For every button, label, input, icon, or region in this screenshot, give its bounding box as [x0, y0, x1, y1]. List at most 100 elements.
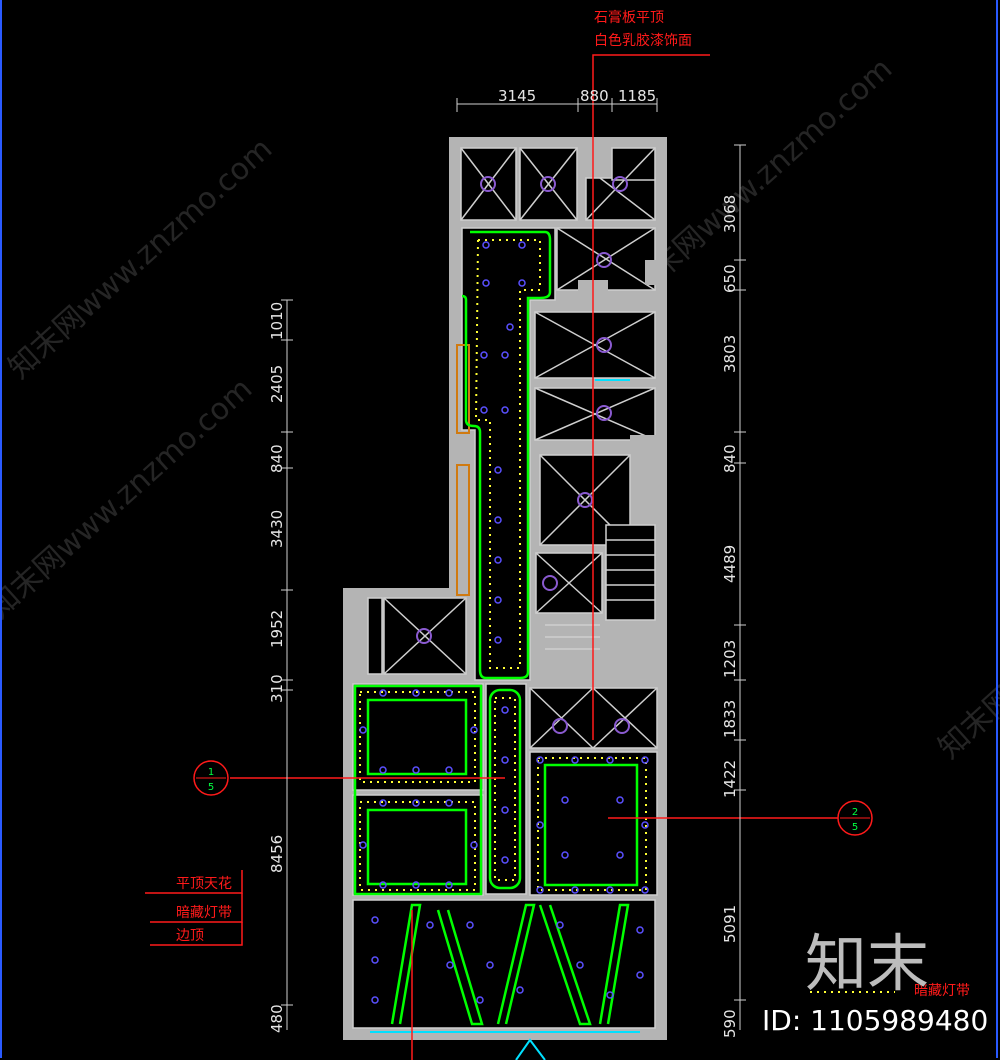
downlight-icon [371, 956, 379, 964]
dim-right-6: 1203 [721, 640, 739, 678]
annotation-left-2: 暗藏灯带 [176, 905, 232, 921]
dimension-lines [281, 98, 746, 1030]
downlight-icon [641, 756, 649, 764]
downlight-icon [371, 996, 379, 1004]
ceiling-fan-icon [552, 718, 568, 734]
downlight-icon [412, 881, 420, 889]
downlight-icon [501, 756, 509, 764]
downlight-icon [518, 279, 526, 287]
ceiling-fan-icon [480, 176, 496, 192]
downlight-icon [501, 406, 509, 414]
downlight-icon [616, 796, 624, 804]
downlight-icon [556, 921, 564, 929]
downlight-icon [445, 689, 453, 697]
room-right-1 [534, 311, 656, 379]
downlight-icon [379, 766, 387, 774]
dim-left-7: 8456 [268, 835, 286, 873]
room-top-1 [460, 147, 517, 221]
downlight-icon [636, 926, 644, 934]
downlight-icon [482, 279, 490, 287]
downlight-icon [445, 799, 453, 807]
downlight-icon [606, 991, 614, 999]
downlight-icon [641, 821, 649, 829]
room-right-2 [534, 387, 656, 441]
downlight-icon [536, 886, 544, 894]
dim-top-2: 880 [580, 87, 609, 105]
dim-top-3: 1185 [618, 87, 656, 105]
downlight-icon [501, 351, 509, 359]
downlight-icon [501, 706, 509, 714]
downlight-icon [480, 351, 488, 359]
downlight-icon [494, 596, 502, 604]
ceiling-fan-icon [614, 718, 630, 734]
watermark-id: ID: 1105989480 [762, 1004, 988, 1037]
section-number: 2 [852, 807, 858, 818]
downlight-icon [466, 921, 474, 929]
dim-right-2: 650 [721, 264, 739, 293]
downlight-icon [482, 241, 490, 249]
ceiling-fan-icon [416, 628, 432, 644]
dim-right-5: 4489 [721, 545, 739, 583]
dim-left-2: 2405 [268, 365, 286, 403]
downlight-icon [606, 756, 614, 764]
downlight-icon [412, 799, 420, 807]
wood-panels [456, 344, 470, 596]
room-left-1 [367, 597, 467, 675]
section-sheet: 5 [852, 822, 858, 833]
dim-left-6: 310 [268, 674, 286, 703]
downlight-icon [476, 996, 484, 1004]
dim-top-1: 3145 [498, 87, 536, 105]
ceiling-fan-icon [596, 252, 612, 268]
downlight-icon [486, 961, 494, 969]
downlight-icon [494, 636, 502, 644]
downlight-icon [561, 851, 569, 859]
dim-right-9: 5091 [721, 905, 739, 943]
downlight-icon [641, 886, 649, 894]
downlight-icon [412, 689, 420, 697]
downlight-icon [571, 886, 579, 894]
dim-right-4: 840 [721, 444, 739, 473]
ceiling-fans [416, 176, 630, 734]
leader-lines [145, 54, 838, 1060]
annotation-left-1: 平顶天花 [176, 876, 232, 892]
downlight-icon [561, 796, 569, 804]
section-marker-1[interactable]: 1 5 [193, 760, 229, 796]
dim-left-4: 3430 [268, 510, 286, 548]
downlight-icon [446, 961, 454, 969]
room-right-4 [535, 552, 603, 614]
downlight-icon [445, 766, 453, 774]
annotation-right-1: 暗藏灯带 [914, 983, 970, 999]
section-number: 1 [208, 767, 214, 778]
downlight-icon [412, 766, 420, 774]
room-top-2 [519, 147, 578, 221]
watermark-logo: 知末 [805, 927, 929, 1000]
openings [370, 379, 640, 1060]
downlight-icon [616, 851, 624, 859]
staircase [545, 524, 656, 650]
downlight-icon [516, 986, 524, 994]
downlight-icon [506, 323, 514, 331]
downlights [359, 241, 649, 1004]
dim-right-7: 1833 [721, 700, 739, 738]
ceiling-fan-icon [596, 405, 612, 421]
downlight-icon [494, 556, 502, 564]
section-marker-2[interactable]: 2 5 [837, 800, 873, 836]
ceiling-fan-icon [540, 176, 556, 192]
room-stair-hall [556, 227, 656, 291]
ceiling-fan-icon [596, 337, 612, 353]
downlight-icon [379, 881, 387, 889]
downlight-icon [470, 726, 478, 734]
dim-left-5: 1952 [268, 610, 286, 648]
downlight-icon [518, 241, 526, 249]
downlight-icon [359, 841, 367, 849]
downlight-icon [536, 756, 544, 764]
downlight-icon [606, 886, 614, 894]
downlight-icon [494, 466, 502, 474]
ceiling-fan-icon [542, 575, 558, 591]
dim-left-8: 480 [268, 1004, 286, 1033]
downlight-icon [571, 756, 579, 764]
dim-right-10: 590 [721, 1009, 739, 1038]
